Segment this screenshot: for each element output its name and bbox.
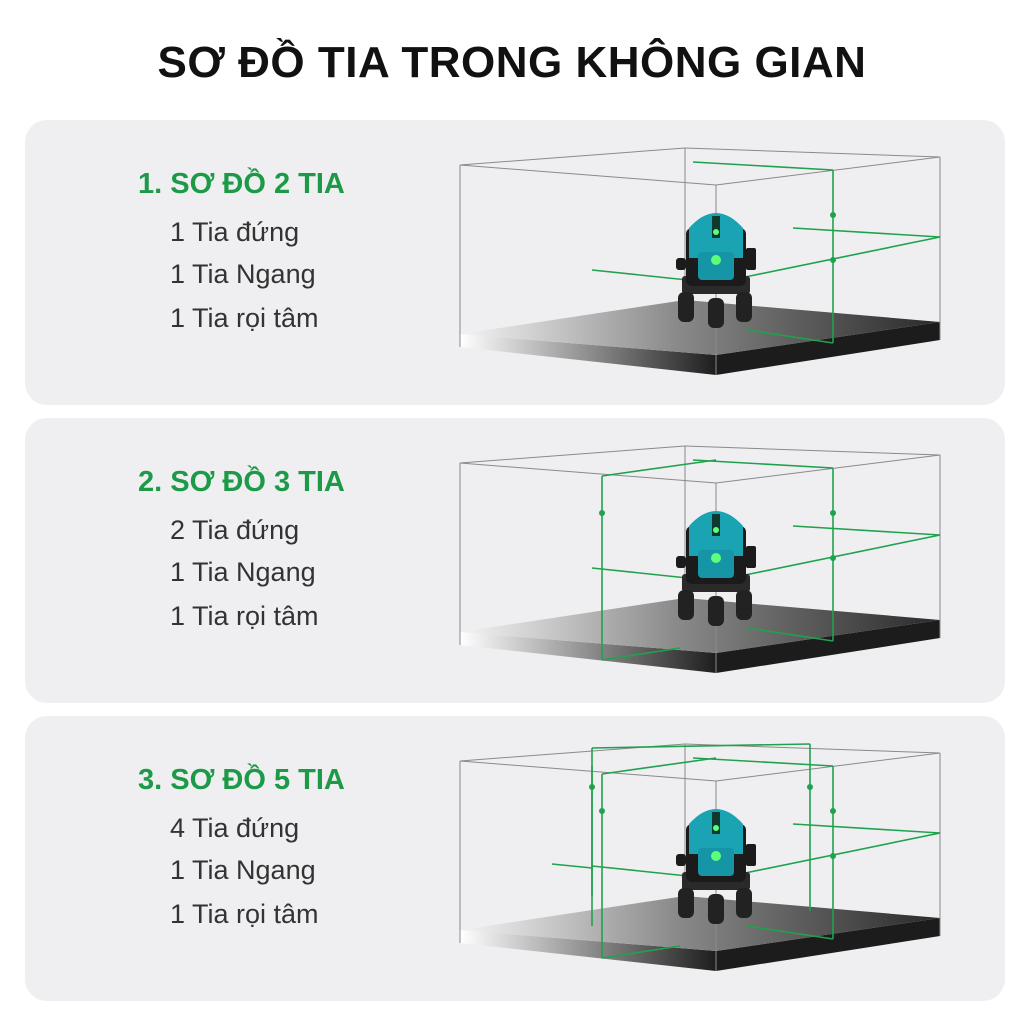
- beam-spec: 1 Tia đứng: [170, 217, 300, 247]
- panel-3-beams: 2. SƠ ĐỒ 3 TIA 2 Tia đứng 1 Tia Ngang 1 …: [25, 418, 1005, 703]
- laser-dot: [830, 853, 836, 859]
- laser-line: [792, 525, 941, 536]
- laser-emitter: [713, 527, 719, 533]
- laser-line: [601, 945, 681, 959]
- laser-aperture: [712, 216, 720, 238]
- beam-spec: 1 Tia Ngang: [170, 259, 316, 289]
- beam-diagram-3: [459, 445, 941, 673]
- device-leg: [736, 590, 752, 620]
- laser-line: [692, 161, 834, 171]
- beam-spec: 2 Tia đứng: [170, 515, 300, 545]
- box-edge: [459, 445, 686, 464]
- laser-line: [715, 534, 941, 582]
- beam-spec: 4 Tia đứng: [170, 813, 300, 843]
- laser-line: [551, 863, 593, 869]
- device-window: [698, 550, 734, 578]
- device-battery: [746, 844, 756, 866]
- laser-dot: [830, 212, 836, 218]
- laser-dot: [589, 784, 595, 790]
- laser-dot: [830, 510, 836, 516]
- laser-dot: [830, 257, 836, 263]
- beam-diagram-5: [459, 743, 941, 971]
- device-battery: [746, 546, 756, 568]
- laser-dot: [599, 510, 605, 516]
- beam-spec: 1 Tia rọi tâm: [170, 899, 319, 929]
- panel-heading: 1. SƠ ĐỒ 2 TIA: [138, 168, 345, 200]
- beam-spec: 1 Tia rọi tâm: [170, 601, 319, 631]
- device-leg: [708, 596, 724, 626]
- laser-line: [692, 459, 834, 469]
- panel-2-beams: 1. SƠ ĐỒ 2 TIA 1 Tia đứng 1 Tia Ngang 1 …: [25, 120, 1005, 405]
- laser-emitter: [713, 825, 719, 831]
- laser-emitter: [713, 229, 719, 235]
- box-edge: [684, 445, 941, 456]
- device-battery: [746, 248, 756, 270]
- laser-dot: [830, 808, 836, 814]
- device-leg: [678, 292, 694, 322]
- device-leg: [678, 888, 694, 918]
- beam-spec: 1 Tia Ngang: [170, 557, 316, 587]
- floor-edge: [460, 632, 716, 673]
- laser-line: [601, 459, 717, 477]
- laser-line: [601, 647, 681, 661]
- floor-edge: [716, 322, 940, 375]
- laser-line: [746, 925, 834, 940]
- laser-line: [692, 757, 834, 767]
- panel-heading: 2. SƠ ĐỒ 3 TIA: [138, 466, 345, 498]
- device-leg: [708, 298, 724, 328]
- laser-line: [792, 823, 941, 834]
- device-leg: [736, 292, 752, 322]
- device-window: [698, 252, 734, 280]
- laser-aperture: [712, 514, 720, 536]
- laser-line: [715, 832, 941, 880]
- floor: [460, 598, 940, 653]
- box-edge: [459, 147, 686, 166]
- laser-emitter: [711, 851, 721, 861]
- device-window: [698, 848, 734, 876]
- page-title: SƠ ĐỒ TIA TRONG KHÔNG GIAN: [157, 38, 867, 87]
- box-edge: [459, 462, 717, 484]
- device-leg: [708, 894, 724, 924]
- laser-dot: [599, 808, 605, 814]
- beam-diagram-2: [459, 147, 941, 375]
- laser-dot: [807, 784, 813, 790]
- beam-spec: 1 Tia rọi tâm: [170, 303, 319, 333]
- laser-line: [746, 627, 834, 642]
- box-edge: [684, 147, 941, 158]
- floor-edge: [716, 620, 940, 673]
- box-edge: [715, 752, 941, 782]
- floor: [460, 896, 940, 951]
- floor-edge: [460, 930, 716, 971]
- device-leg: [678, 590, 694, 620]
- device-knob: [676, 258, 686, 270]
- laser-line: [792, 227, 941, 238]
- laser-line: [715, 236, 941, 284]
- box-edge: [459, 760, 717, 782]
- laser-line: [591, 743, 811, 749]
- laser-aperture: [712, 812, 720, 834]
- laser-line: [746, 329, 834, 344]
- laser-emitter: [711, 255, 721, 265]
- panel-5-beams: 3. SƠ ĐỒ 5 TIA 4 Tia đứng 1 Tia Ngang 1 …: [25, 716, 1005, 1001]
- floor-edge: [716, 918, 940, 971]
- device-leg: [736, 888, 752, 918]
- laser-emitter: [711, 553, 721, 563]
- beam-spec: 1 Tia Ngang: [170, 855, 316, 885]
- laser-dot: [830, 555, 836, 561]
- panel-heading: 3. SƠ ĐỒ 5 TIA: [138, 764, 345, 796]
- floor: [460, 300, 940, 355]
- floor-edge: [460, 334, 716, 375]
- box-edge: [715, 454, 941, 484]
- device-knob: [676, 854, 686, 866]
- box-edge: [459, 164, 717, 186]
- laser-line: [601, 757, 717, 775]
- box-edge: [715, 156, 941, 186]
- device-knob: [676, 556, 686, 568]
